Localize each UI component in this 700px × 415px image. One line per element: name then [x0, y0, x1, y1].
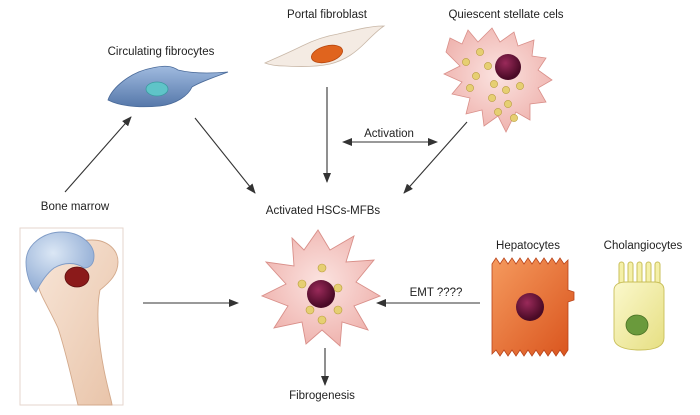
- arrows: [64, 87, 480, 386]
- marrow-core: [64, 266, 90, 288]
- quiescent-stellate-cell: [443, 27, 553, 133]
- label-activated-hscs: Activated HSCs-MFBs: [266, 205, 381, 217]
- hepatocyte-nucleus: [516, 293, 544, 321]
- cartilage-cap: [25, 231, 95, 293]
- label-portal-fibroblast: Portal fibroblast: [287, 9, 368, 21]
- label-bone-marrow: Bone marrow: [41, 201, 110, 213]
- activated-lipid-droplets: [297, 263, 343, 325]
- label-circulating-fibrocytes: Circulating fibrocytes: [108, 46, 215, 58]
- stellate-nucleus: [495, 54, 521, 80]
- label-cholangiocytes: Cholangiocytes: [604, 240, 683, 252]
- portal-fibroblast-cell: [263, 25, 386, 67]
- label-activation: Activation: [364, 128, 414, 140]
- arrow-fibrocytes-to-activated: [194, 117, 256, 194]
- label-fibrogenesis: Fibrogenesis: [289, 390, 355, 402]
- label-emt: EMT ????: [410, 287, 463, 299]
- fibroblast-nucleus: [311, 44, 343, 64]
- hepatocyte-cell: [491, 257, 575, 357]
- circulating-fibrocyte-cell: [107, 65, 229, 108]
- arrow-stellate-to-activated: [403, 121, 468, 194]
- activated-hsc-cell: [260, 229, 382, 347]
- label-hepatocytes: Hepatocytes: [496, 240, 560, 252]
- lipid-droplets: [462, 48, 524, 122]
- arrow-bone-marrow-to-fibrocytes: [64, 116, 132, 193]
- cilia: [618, 261, 661, 287]
- bone-marrow-femur: [19, 227, 124, 406]
- cholangiocyte-cell: [613, 261, 665, 351]
- fibrocyte-nucleus: [145, 81, 169, 97]
- activated-nucleus: [307, 280, 335, 308]
- label-quiescent-stellate: Quiescent stellate cels: [448, 9, 563, 21]
- cholangiocyte-nucleus: [625, 314, 649, 336]
